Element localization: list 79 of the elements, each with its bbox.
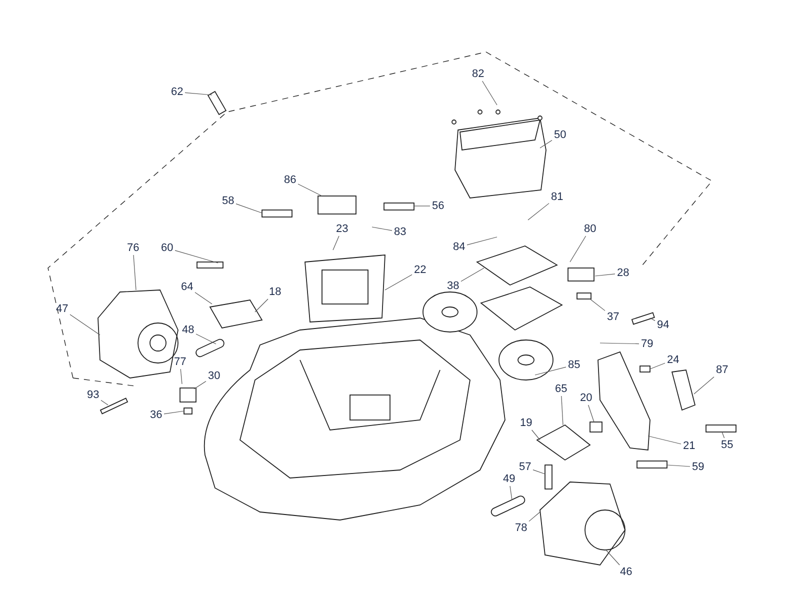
- callout-number: 60: [160, 242, 174, 254]
- leader-line: [180, 368, 182, 384]
- leader-line: [174, 250, 218, 264]
- leader-line: [540, 140, 552, 148]
- callout-number: 86: [283, 174, 298, 186]
- leader-line: [372, 226, 392, 231]
- leader-line: [164, 410, 184, 414]
- callout-number: 57: [518, 461, 532, 473]
- callout-number: 46: [619, 566, 634, 578]
- callout-number: 82: [471, 68, 486, 80]
- callout-number: 93: [86, 389, 100, 401]
- leader-line: [196, 334, 216, 344]
- leader-line: [532, 470, 546, 474]
- callout-number: 80: [583, 223, 598, 235]
- leader-line: [236, 204, 262, 214]
- leader-line: [561, 396, 564, 426]
- callout-number: 58: [221, 195, 236, 207]
- callout-number: 22: [413, 264, 428, 276]
- callout-number: 50: [553, 129, 568, 141]
- callout-number: 19: [519, 417, 534, 429]
- callout-number: 47: [55, 303, 70, 315]
- leader-line: [606, 550, 620, 566]
- leader-line: [650, 318, 656, 321]
- callout-number: 65: [554, 383, 568, 395]
- leader-line: [70, 314, 100, 336]
- leader-line: [384, 274, 412, 290]
- leader-line: [666, 464, 690, 467]
- callout-number: 30: [207, 370, 222, 382]
- leader-line: [100, 400, 108, 406]
- leader-line: [532, 430, 540, 440]
- leader-line: [650, 362, 666, 370]
- callout-number: 37: [606, 311, 620, 323]
- leader-line: [133, 254, 136, 290]
- callout-number: 24: [666, 354, 680, 366]
- leader-line: [332, 236, 340, 250]
- callout-number: 64: [180, 281, 194, 293]
- callout-number: 59: [691, 461, 706, 473]
- leader-line: [298, 184, 322, 196]
- callout-number: 79: [640, 338, 654, 350]
- leader-line: [254, 298, 268, 312]
- callout-number: 62: [170, 86, 184, 98]
- callout-number: 38: [446, 280, 460, 292]
- leader-line: [534, 366, 566, 376]
- callout-number: 28: [616, 267, 630, 279]
- leader-line: [194, 380, 206, 390]
- leader-line: [528, 203, 550, 220]
- leader-line: [594, 274, 616, 276]
- callout-number: 48: [181, 324, 196, 336]
- leader-line: [570, 236, 586, 262]
- callout-number: 83: [393, 226, 408, 238]
- leader-line: [588, 404, 594, 422]
- leader-line: [510, 486, 512, 500]
- leader-line: [722, 432, 725, 438]
- leader-line: [482, 80, 498, 106]
- callout-number: 81: [550, 191, 564, 203]
- leader-line: [194, 292, 212, 304]
- callout-number: 56: [431, 200, 446, 212]
- callout-number: 36: [149, 409, 164, 421]
- callout-number: 77: [173, 356, 188, 368]
- callout-number: 21: [682, 440, 696, 452]
- callout-number: 23: [335, 223, 350, 235]
- leader-line: [600, 342, 640, 344]
- callout-number: 87: [715, 364, 730, 376]
- leader-line: [466, 236, 498, 246]
- callout-number: 55: [720, 439, 734, 451]
- leader-line: [528, 512, 540, 522]
- callout-number: 18: [268, 286, 282, 298]
- leader-line: [590, 298, 606, 311]
- callout-number: 20: [579, 392, 594, 404]
- callout-number: 94: [656, 319, 670, 331]
- callout-number: 76: [126, 242, 140, 254]
- leader-line: [184, 92, 212, 96]
- leader-line: [648, 436, 682, 444]
- callout-number: 84: [452, 241, 466, 253]
- leader-line: [694, 376, 714, 394]
- callout-number: 49: [502, 473, 516, 485]
- callout-number: 78: [514, 522, 528, 534]
- leader-line: [460, 268, 484, 282]
- callout-number: 85: [567, 359, 582, 371]
